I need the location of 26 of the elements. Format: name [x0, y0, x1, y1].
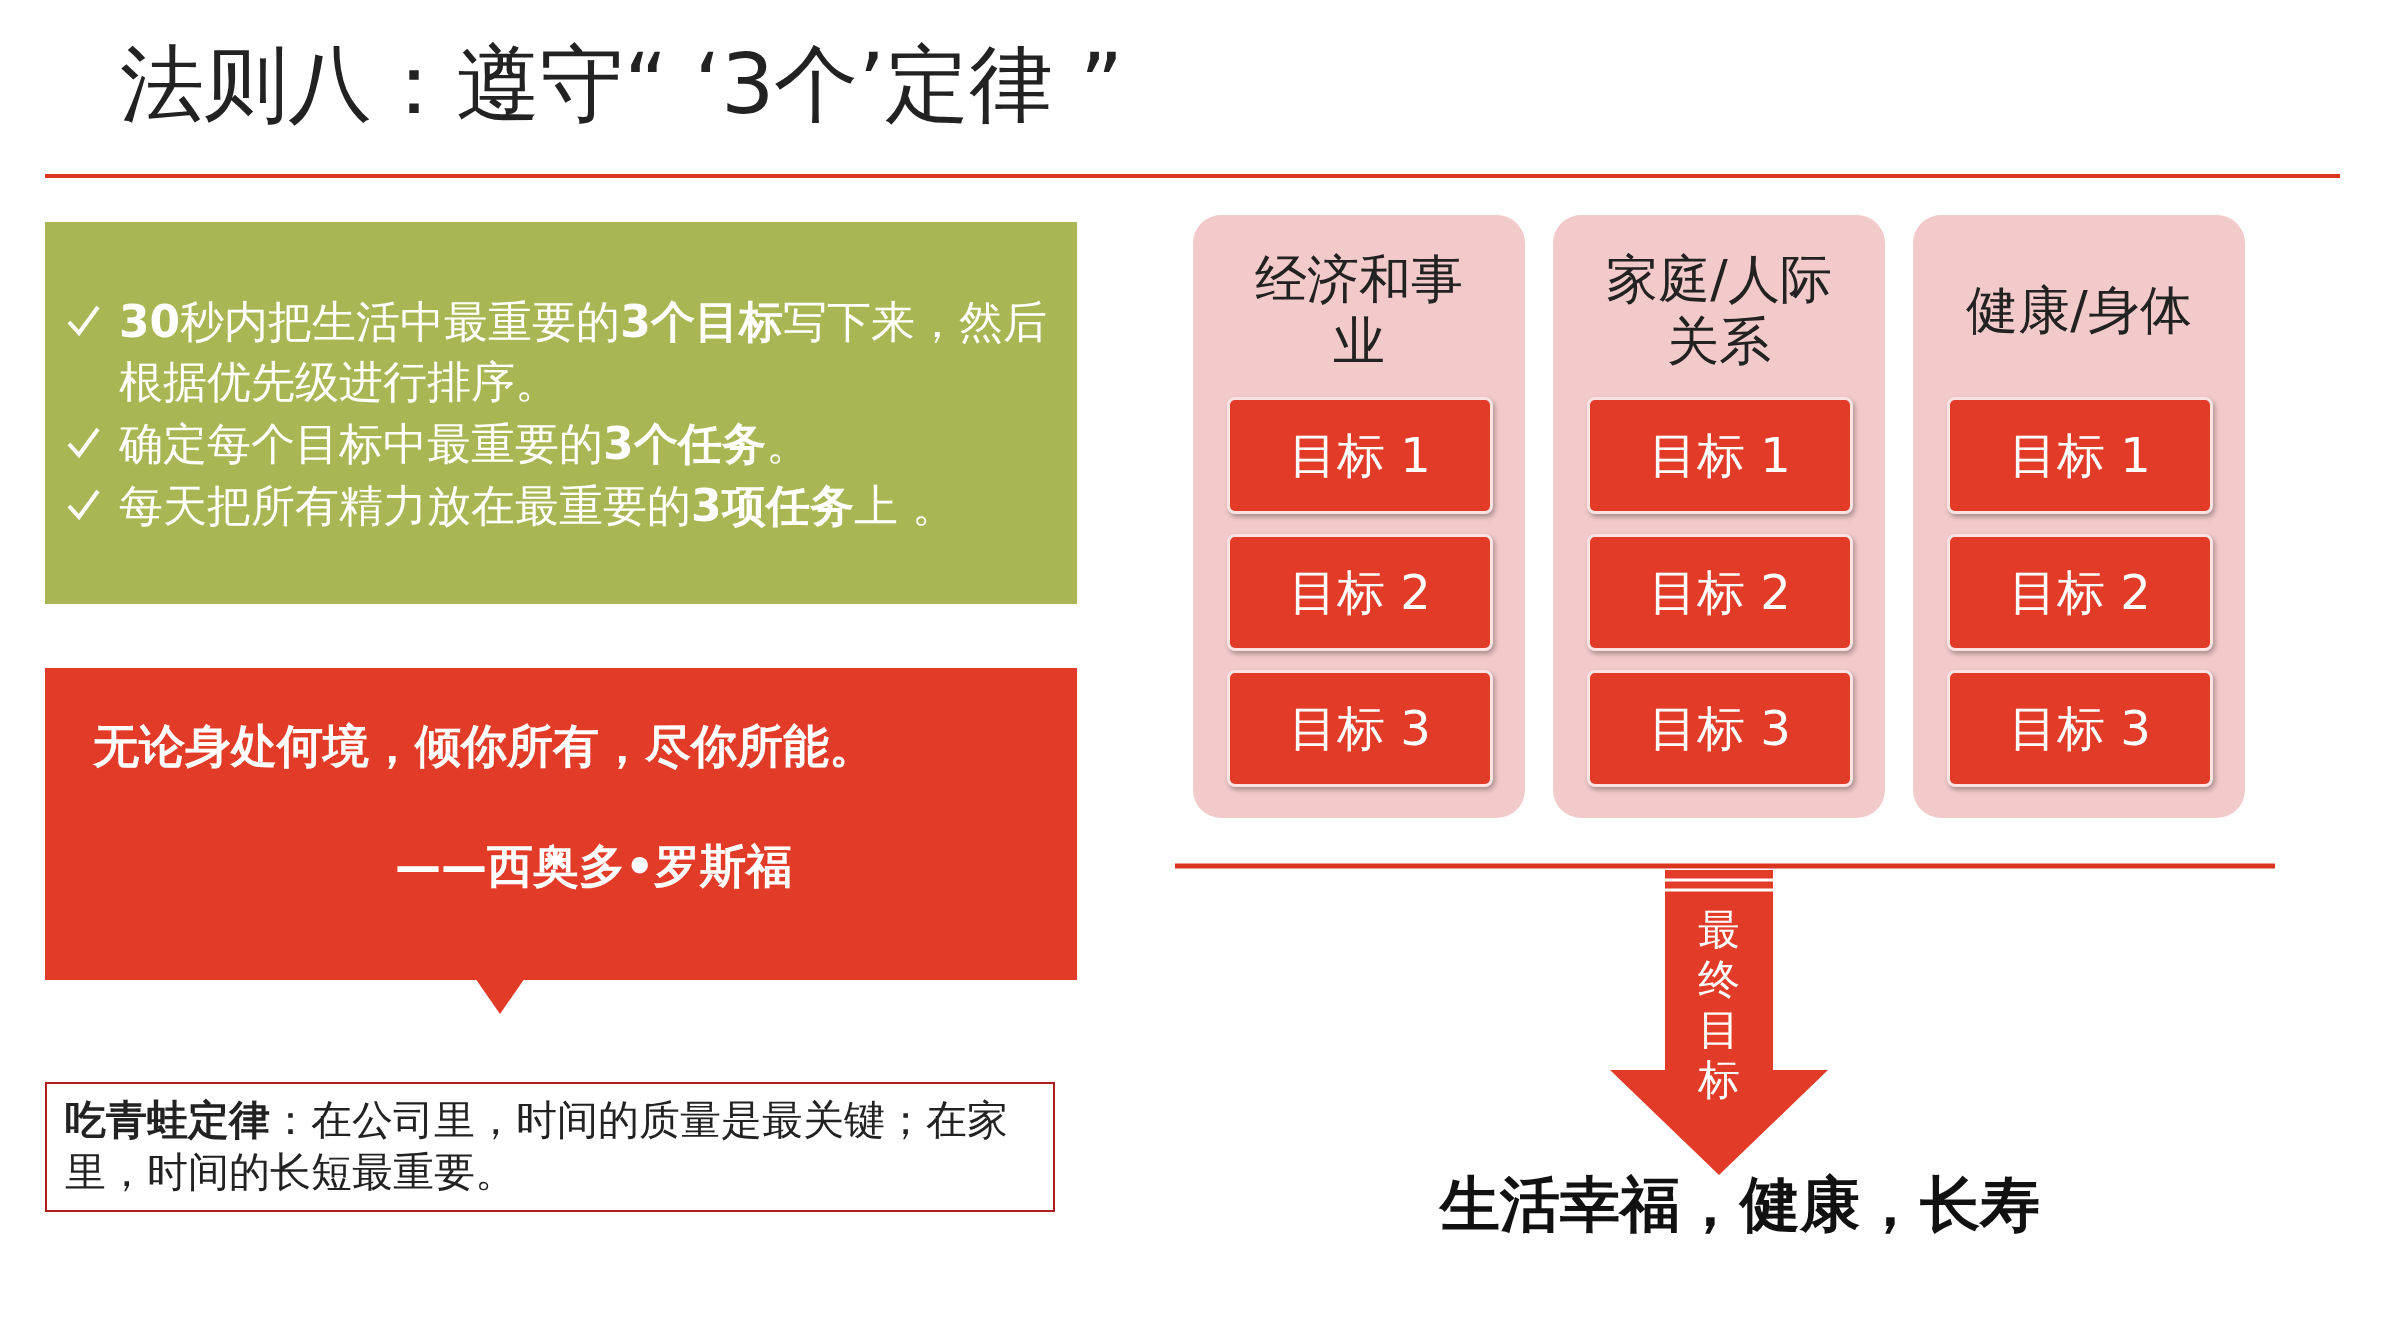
title: 法则八：遵守“ ‘3个’定律 ” — [120, 34, 1124, 135]
bullet-panel — [45, 222, 1077, 604]
quote-author: ——西奥多•罗斯福 — [395, 838, 794, 895]
bullet-text: 30秒内把生活中最重要的3个目标写下来，然后根据优先级进行排序。 — [119, 295, 1048, 409]
result-text: 生活幸福，健康，长寿 — [1440, 1168, 2040, 1241]
note-box — [45, 1082, 1055, 1212]
bullet-text: 每天把所有精力放在最重要的3项任务上 。 — [119, 479, 957, 533]
arrow-label: 最终目标 — [1697, 905, 1741, 1105]
category-column — [1913, 215, 2245, 818]
goal-box: 目标 2 — [1947, 534, 2213, 651]
goal-box: 目标 3 — [1587, 670, 1853, 787]
bullet-text: 确定每个目标中最重要的3个任务。 — [119, 417, 811, 471]
column-heading: 健康/身体 — [1965, 279, 2193, 342]
column-heading: 经济和事业 — [1254, 248, 1464, 373]
goal-box: 目标 1 — [1587, 397, 1853, 514]
quote-text: 无论身处何境，倾你所有，尽你所能。 — [93, 718, 876, 775]
column-heading: 家庭/人际关系 — [1605, 248, 1833, 373]
goal-box: 目标 2 — [1227, 534, 1493, 651]
goal-box: 目标 3 — [1947, 670, 2213, 787]
category-column — [1193, 215, 1525, 818]
goal-box: 目标 1 — [1227, 397, 1493, 514]
goal-box: 目标 1 — [1947, 397, 2213, 514]
note-text: 吃青蛙定律：在公司里，时间的质量是最关键；在家里，时间的长短最重要。 — [65, 1095, 1009, 1198]
category-column — [1553, 215, 1885, 818]
goal-box: 目标 2 — [1587, 534, 1853, 651]
goal-box: 目标 3 — [1227, 670, 1493, 787]
